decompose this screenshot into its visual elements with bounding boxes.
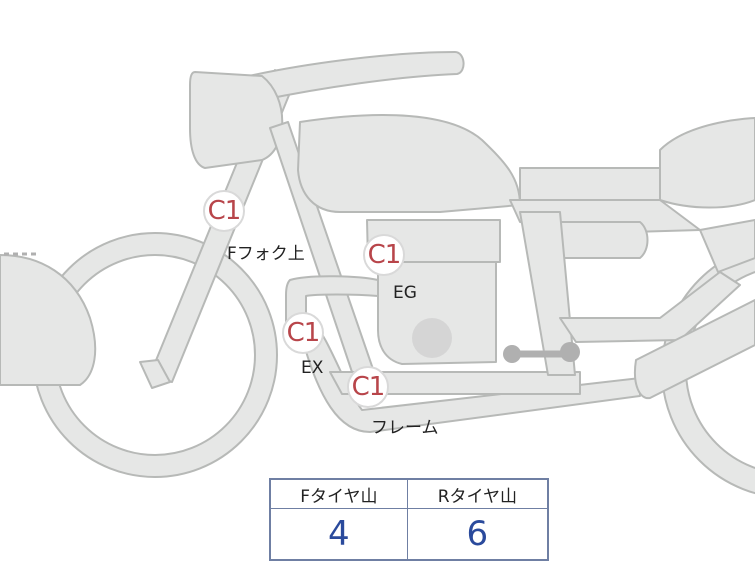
lower-frame <box>329 371 581 395</box>
front-tire-value: 4 <box>269 508 408 561</box>
rear-tire-value: 6 <box>406 508 549 561</box>
headlight <box>189 71 284 169</box>
handlebar <box>239 51 465 101</box>
label-engine: EG <box>393 283 417 303</box>
tire-tread-table: Fタイヤ山 Rタイヤ山 4 6 <box>269 478 549 561</box>
rear-tire-header: Rタイヤ山 <box>406 478 549 509</box>
swing-arm <box>634 299 755 400</box>
fuel-tank <box>297 114 521 213</box>
label-exhaust: EX <box>301 358 324 378</box>
marker-exhaust: C1 <box>282 312 324 354</box>
front-fender <box>0 254 97 386</box>
rear-tail <box>659 117 755 209</box>
marker-fork-top: C1 <box>203 190 245 232</box>
marker-frame: C1 <box>347 366 389 408</box>
front-tire-header: Fタイヤ山 <box>269 478 408 509</box>
marker-engine: C1 <box>363 234 405 276</box>
label-fork-top: Fフォク上 <box>227 244 305 264</box>
exhaust <box>285 275 379 331</box>
label-frame: フレーム <box>371 418 439 438</box>
